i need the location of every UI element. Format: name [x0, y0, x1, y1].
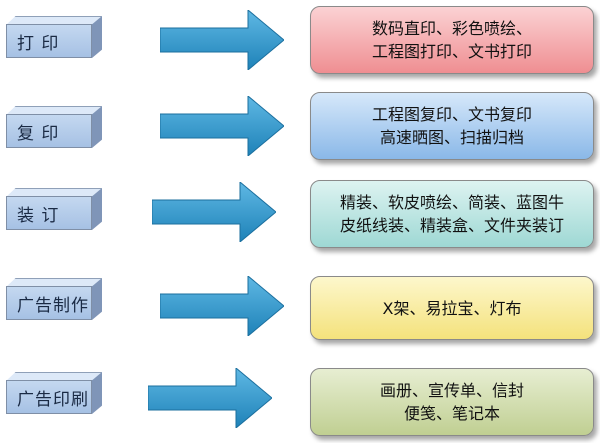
detail-line: 工程图复印、文书复印 — [371, 105, 532, 124]
detail-line: 便笺、笔记本 — [403, 404, 500, 423]
detail-line: 精装、软皮喷绘、简装、蓝图牛 — [339, 193, 564, 212]
label-ad-printing: 广告印刷 — [6, 380, 92, 414]
row-binding: 装 订 精装、软皮喷绘、简装、蓝图牛 皮纸线装、精装盒、文件夹装订 — [0, 176, 600, 256]
label-binding: 装 订 — [6, 196, 92, 230]
detail-line: X架、易拉宝、灯布 — [382, 298, 522, 318]
row-ad-printing: 广告印刷 画册、宣传单、信封 便笺、笔记本 — [0, 360, 600, 440]
label-copy: 复 印 — [6, 114, 92, 148]
detail-box-ad-production: X架、易拉宝、灯布 — [310, 276, 594, 340]
row-copy: 复 印 工程图复印、文书复印 高速晒图、扫描归档 — [0, 92, 600, 172]
arrow-icon — [147, 366, 273, 430]
label-box-copy: 复 印 — [6, 106, 102, 148]
row-ad-production: 广告制作 X架、易拉宝、灯布 — [0, 268, 600, 348]
detail-box-ad-printing: 画册、宣传单、信封 便笺、笔记本 — [310, 368, 594, 436]
label-box-ad-production: 广告制作 — [6, 278, 102, 320]
label-print: 打 印 — [6, 24, 92, 58]
detail-box-binding: 精装、软皮喷绘、简装、蓝图牛 皮纸线装、精装盒、文件夹装订 — [310, 180, 594, 248]
label-box-print: 打 印 — [6, 16, 102, 58]
arrow-icon — [151, 180, 277, 244]
arrow-icon — [159, 274, 285, 338]
label-box-ad-printing: 广告印刷 — [6, 372, 102, 414]
label-ad-production: 广告制作 — [6, 286, 92, 320]
arrow-icon — [159, 8, 285, 72]
label-box-binding: 装 订 — [6, 188, 102, 230]
detail-line: 工程图打印、文书打印 — [371, 42, 532, 61]
detail-line: 高速晒图、扫描归档 — [379, 128, 524, 147]
detail-line: 画册、宣传单、信封 — [379, 381, 524, 400]
detail-line: 数码直印、彩色喷绘、 — [371, 19, 532, 38]
arrow-icon — [159, 94, 285, 158]
row-print: 打 印 数码直印、彩色喷绘、 工程图打印、文书打印 — [0, 4, 600, 84]
detail-box-copy: 工程图复印、文书复印 高速晒图、扫描归档 — [310, 92, 594, 160]
detail-box-print: 数码直印、彩色喷绘、 工程图打印、文书打印 — [310, 6, 594, 74]
detail-line: 皮纸线装、精装盒、文件夹装订 — [339, 216, 564, 235]
